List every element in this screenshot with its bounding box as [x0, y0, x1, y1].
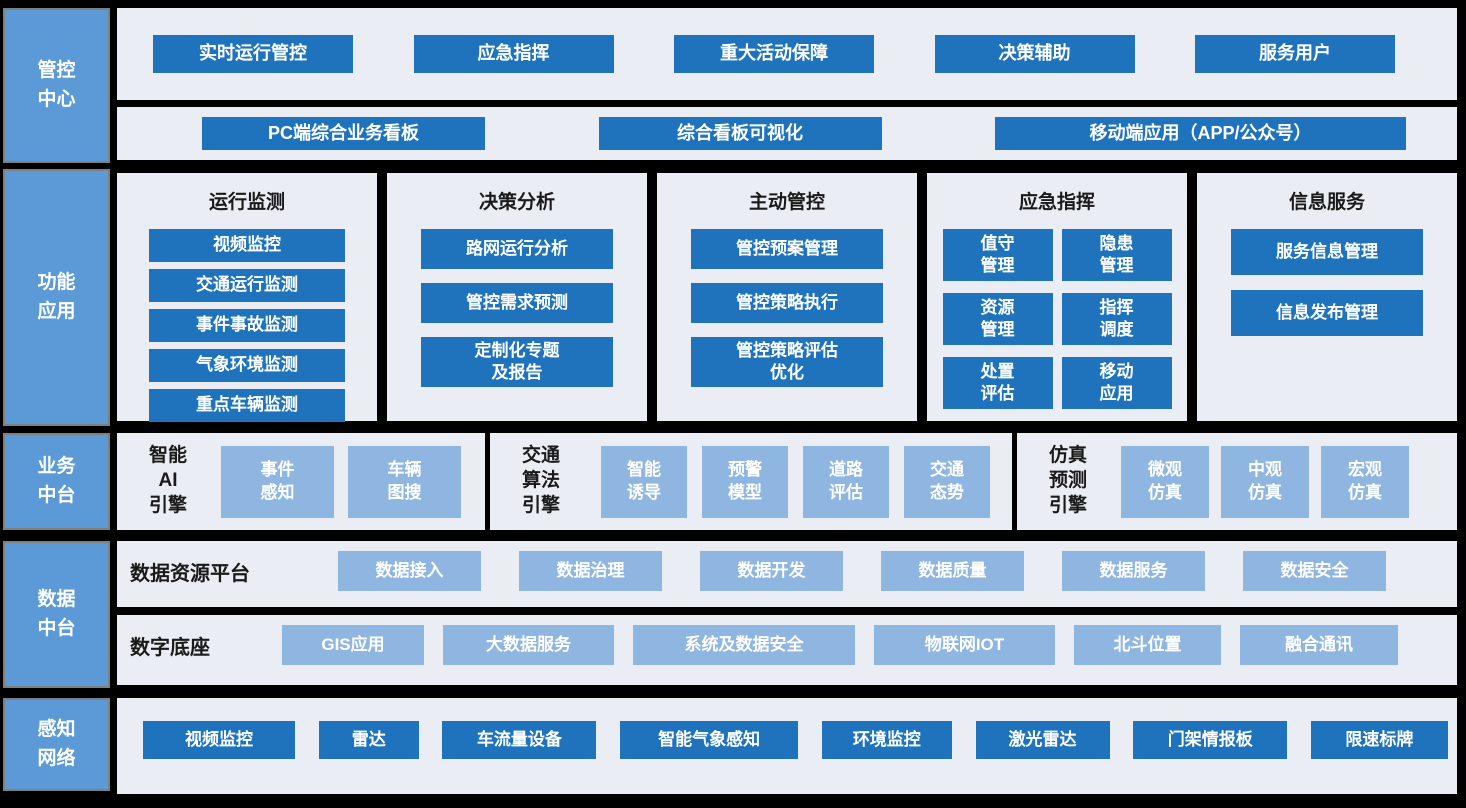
engine-box: 中观 仿真 — [1221, 445, 1309, 518]
function-box: 管控策略评估 优化 — [691, 337, 883, 388]
digital-base-box: GIS应用 — [282, 625, 424, 665]
data-resource-box: 数据治理 — [519, 551, 662, 591]
data-resource-box: 数据质量 — [881, 551, 1024, 591]
engine-name: 交通 算法 引擎 — [521, 445, 560, 516]
digital-base-row: 数字底座 GIS应用大数据服务系统及数据安全物联网IOT 北斗位置融合通讯 — [117, 615, 1457, 685]
data-resource-platform-row: 数据资源平台 数据接入数据治理数据开发数据质量数据服务数据安全 — [117, 541, 1457, 607]
function-box: 信息发布管理 — [1231, 290, 1423, 336]
sidebar-item-data-platform: 数据 中台 — [3, 541, 110, 688]
column-title: 决策分析 — [478, 192, 555, 213]
sidebar-item-function-apps: 功能 应用 — [3, 169, 110, 426]
column-title: 运行监测 — [208, 192, 285, 213]
column-button-list: 视频监控交通运行监测事件事故监测气象环境监测重点车辆监测 — [149, 229, 345, 422]
function-box: 重点车辆监测 — [149, 389, 345, 422]
engine-name: 仿真 预测 引擎 — [1048, 445, 1087, 516]
function-box: 管控策略执行 — [691, 283, 883, 323]
function-column-emergency: 应急指挥 值守 管理隐患 管理资源 管理指挥 调度处置 评估移动 应用 — [927, 173, 1187, 421]
function-box: 交通运行监测 — [149, 269, 345, 302]
function-box: 值守 管理 — [942, 229, 1053, 281]
sidebar-item-control-center: 管控 中心 — [3, 8, 110, 163]
engine-box: 道路 评估 — [803, 445, 889, 518]
data-box-list: 数据接入数据治理数据开发数据质量数据服务数据安全 — [338, 551, 1386, 591]
perception-device-box: 智能气象感知 — [620, 721, 799, 759]
function-box: 管控需求预测 — [421, 283, 613, 323]
function-box: 服务信息管理 — [1231, 229, 1423, 275]
control-function-box: 应急指挥 — [413, 35, 614, 73]
function-box: 视频监控 — [149, 229, 345, 262]
engine-box: 预警 模型 — [702, 445, 788, 518]
column-title: 主动管控 — [748, 192, 825, 213]
function-box: 路网运行分析 — [421, 229, 613, 269]
function-box: 定制化专题 及报告 — [421, 337, 613, 388]
row-title: 数据资源平台 — [130, 562, 250, 585]
function-box: 资源 管理 — [942, 293, 1053, 345]
digital-base-box: 北斗位置 — [1074, 625, 1221, 665]
digital-base-box: 大数据服务 — [443, 625, 614, 665]
function-box: 管控预案管理 — [691, 229, 883, 269]
perception-device-box: 雷达 — [318, 721, 419, 759]
dashboard-box: 综合看板可视化 — [598, 117, 882, 150]
function-column-decision: 决策分析 路网运行分析管控需求预测定制化专题 及报告 — [387, 173, 647, 421]
function-box: 气象环境监测 — [149, 349, 345, 382]
dashboard-box: 移动端应用（APP/公众号） — [995, 117, 1406, 150]
control-center-function-row: 实时运行管控 应急指挥 重大活动保障 决策辅助 服务用户 — [117, 8, 1457, 100]
control-function-box: 实时运行管控 — [153, 35, 353, 73]
data-resource-box: 数据开发 — [700, 551, 843, 591]
perception-device-box: 激光雷达 — [975, 721, 1110, 759]
perception-device-box: 环境监控 — [821, 721, 952, 759]
engine-panel-simulation: 仿真 预测 引擎 微观 仿真中观 仿真宏观 仿真 — [1017, 433, 1457, 530]
column-button-grid: 值守 管理隐患 管理资源 管理指挥 调度处置 评估移动 应用 — [942, 229, 1172, 409]
data-resource-box: 数据服务 — [1062, 551, 1205, 591]
data-resource-box: 数据安全 — [1243, 551, 1386, 591]
function-column-active-control: 主动管控 管控预案管理管控策略执行管控策略评估 优化 — [657, 173, 917, 421]
engine-box: 车辆 图搜 — [348, 445, 461, 518]
data-box-list: GIS应用大数据服务系统及数据安全物联网IOT 北斗位置融合通讯 — [282, 625, 1398, 665]
column-title: 信息服务 — [1288, 192, 1365, 213]
digital-base-box: 系统及数据安全 — [633, 625, 855, 665]
data-resource-box: 数据接入 — [338, 551, 481, 591]
column-button-list: 服务信息管理信息发布管理 — [1231, 229, 1423, 336]
perception-device-box: 门架情报板 — [1133, 721, 1288, 759]
digital-base-box: 物联网IOT — [874, 625, 1055, 665]
function-apps-section: 运行监测 视频监控交通运行监测事件事故监测气象环境监测重点车辆监测 决策分析 路… — [117, 173, 1457, 422]
engine-panel-traffic-algorithm: 交通 算法 引擎 智能 诱导预警 模型道路 评估交通 态势 — [490, 433, 1012, 530]
function-column-monitoring: 运行监测 视频监控交通运行监测事件事故监测气象环境监测重点车辆监测 — [117, 173, 377, 422]
function-column-information: 信息服务 服务信息管理信息发布管理 — [1197, 173, 1457, 421]
engine-box: 微观 仿真 — [1121, 445, 1209, 518]
control-function-box: 决策辅助 — [934, 35, 1135, 73]
control-center-dashboard-row: PC端综合业务看板 综合看板可视化 移动端应用（APP/公众号） — [117, 107, 1457, 160]
engine-box: 事件 感知 — [221, 445, 334, 518]
engine-box: 交通 态势 — [904, 445, 990, 518]
control-function-box: 服务用户 — [1195, 35, 1395, 73]
perception-device-box: 视频监控 — [143, 721, 295, 759]
perception-network-row: 视频监控雷达车流量设备智能气象感知环境监控激光雷达门架情报板限速标牌 — [117, 698, 1457, 794]
engine-name: 智能 AI 引擎 — [148, 445, 187, 516]
function-box: 移动 应用 — [1061, 357, 1172, 409]
column-button-list: 管控预案管理管控策略执行管控策略评估 优化 — [691, 229, 883, 388]
column-title: 应急指挥 — [1018, 192, 1095, 213]
function-box: 指挥 调度 — [1061, 293, 1172, 345]
engine-panel-ai: 智能 AI 引擎 事件 感知车辆 图搜 — [117, 433, 485, 530]
sidebar-item-perception-network: 感知 网络 — [3, 698, 110, 791]
control-function-box: 重大活动保障 — [674, 35, 874, 73]
function-box: 隐患 管理 — [1061, 229, 1172, 281]
perception-device-box: 限速标牌 — [1310, 721, 1448, 759]
row-title: 数字底座 — [130, 636, 210, 659]
column-button-list: 路网运行分析管控需求预测定制化专题 及报告 — [421, 229, 613, 388]
sidebar-item-business-platform: 业务 中台 — [3, 433, 110, 530]
engine-box: 智能 诱导 — [601, 445, 687, 518]
engine-box: 宏观 仿真 — [1321, 445, 1409, 518]
dashboard-box: PC端综合业务看板 — [202, 117, 485, 150]
digital-base-box: 融合通讯 — [1240, 625, 1398, 665]
engine-box-list: 事件 感知车辆 图搜 — [221, 445, 461, 518]
engine-box-list: 智能 诱导预警 模型道路 评估交通 态势 — [601, 445, 990, 518]
function-box: 事件事故监测 — [149, 309, 345, 342]
perception-device-box: 车流量设备 — [442, 721, 597, 759]
engine-box-list: 微观 仿真中观 仿真宏观 仿真 — [1121, 445, 1409, 518]
function-box: 处置 评估 — [942, 357, 1053, 409]
